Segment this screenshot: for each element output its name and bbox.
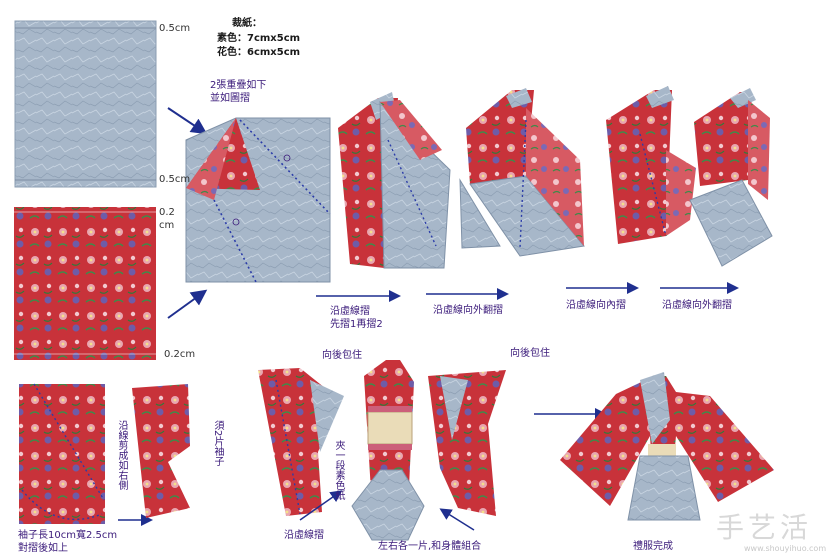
sleeve-cut-shape: [132, 384, 190, 518]
pattern-paper-sheet: [14, 207, 156, 360]
note-overlap: 2張重疊如下: [210, 80, 267, 91]
paper-size-plain: 素色：7cmx5cm: [217, 33, 301, 44]
watermark-url: www.shouyihuo.com: [744, 544, 827, 553]
sleeve-right-wrap: [428, 370, 506, 516]
note-fold-as-shown: 並如圖摺: [210, 93, 250, 104]
note-cut-along-line: 沿線剪成如右側: [116, 420, 127, 490]
step2-folded-kimono: [338, 92, 451, 269]
label-fold-inward: 沿虛線向內摺: [566, 300, 626, 311]
body-with-sash: [351, 360, 425, 541]
arrow-to-sash: [299, 490, 343, 521]
arrow-plain-to-step1: [167, 107, 208, 135]
sleeve-pair: [258, 368, 344, 516]
label-fold-dotted-3: 沿虛線摺: [284, 530, 324, 541]
step3-fold-outward: [459, 88, 585, 257]
note-sleeve-fold: 對摺後如上: [18, 543, 68, 554]
note-sleeve-size: 袖子長10cm寬2.5cm: [18, 530, 118, 541]
label-fold-outward-2: 沿虛線向外翻摺: [662, 300, 732, 311]
step5-fold-outward: [689, 88, 773, 267]
measure-pattern-top-unit: cm: [159, 220, 175, 231]
sleeve-strip-folded: [19, 383, 105, 524]
arrow-pattern-to-step1: [167, 289, 208, 319]
step1-overlapped-papers: [185, 117, 331, 283]
paper-size-pattern: 花色：6cmx5cm: [217, 47, 301, 58]
step4-fold-inward: [606, 86, 696, 244]
measure-pattern-top: 0.2: [159, 207, 175, 218]
measure-pattern-bottom: 0.2cm: [164, 349, 196, 360]
watermark-brand: 手艺活: [716, 511, 813, 544]
note-insert-sash: 夾一段素色紙: [333, 440, 344, 500]
label-fold-dotted-1: 沿虛線摺: [330, 306, 370, 317]
label-fold-outward-1: 沿虛線向外翻摺: [433, 305, 503, 316]
label-fold-order: 先摺1再摺2: [330, 319, 383, 330]
label-finished: 禮服完成: [633, 541, 673, 552]
plain-paper-sheet: [14, 20, 157, 188]
label-wrap-back-1: 向後包住: [322, 350, 362, 361]
finished-kimono: [560, 372, 774, 521]
paper-size-title: 裁紙：: [232, 18, 262, 29]
label-wrap-back-2: 向後包住: [510, 348, 550, 359]
label-combine-body: 左右各一片,和身體組合: [378, 541, 482, 552]
arrow-combine: [439, 508, 475, 531]
measure-top-margin: 0.5cm: [159, 23, 191, 34]
note-two-sleeves: 須2片袖子: [212, 420, 223, 467]
measure-bottom-margin: 0.5cm: [159, 174, 191, 185]
